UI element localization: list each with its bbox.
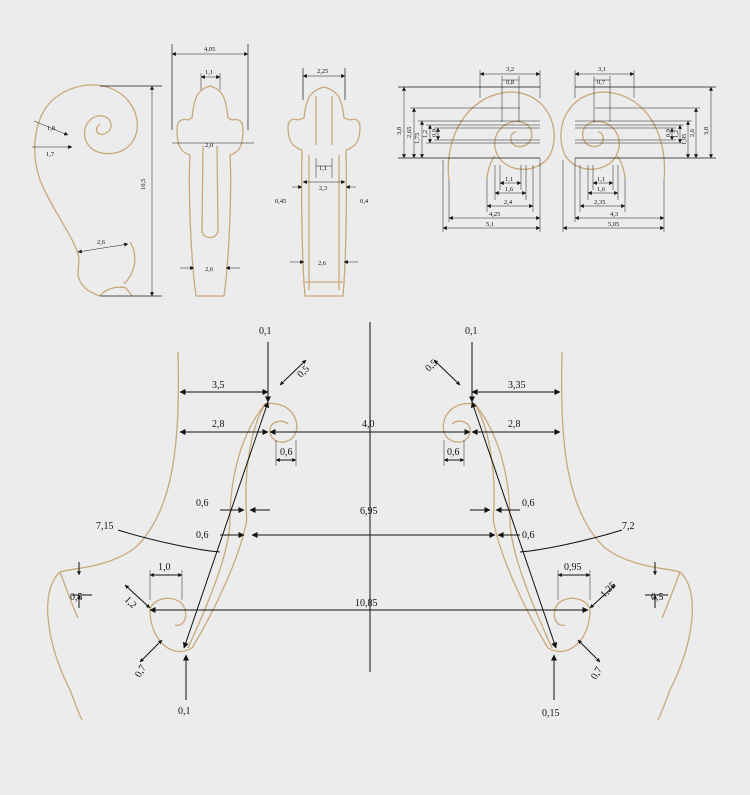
label-top-left: 0,1	[259, 326, 272, 337]
dim-vr-1-2: 1,2	[673, 130, 680, 138]
dim-scroll-1-7: 1,7	[46, 151, 55, 158]
label-length-left: 7,15	[96, 521, 114, 532]
dim-front-2-6: 2,6	[205, 266, 214, 273]
scroll-front-view: 4,05 1,1 2,0 2,6	[171, 44, 254, 297]
label-lower-diag-left: 1,2	[122, 594, 139, 611]
dim-scroll-1-8: 1,8	[47, 125, 55, 132]
label-eye-offset-right: 2,8	[508, 419, 521, 430]
label-bottom-left: 0,1	[178, 706, 191, 717]
dim-vr-5-05: 5,05	[608, 221, 619, 228]
dim-back-1-1: 1,1	[319, 165, 327, 172]
label-width-right: 3,35	[508, 380, 526, 391]
dim-vr-1-1: 1,1	[597, 176, 605, 183]
dim-vr-4-3: 4,3	[610, 211, 618, 218]
label-bottom-right: 0,15	[542, 708, 560, 719]
label-eye-left: 0,5	[295, 364, 312, 381]
dim-vl-1-75: 1,75	[414, 133, 421, 144]
label-width-left: 3,5	[212, 380, 225, 391]
dim-vl-1-6: 1,6	[505, 186, 514, 193]
dim-vr-3-8: 3,8	[703, 127, 710, 135]
dim-vl-2-65: 2,65	[406, 127, 413, 138]
dim-vr-0-9: 0,9	[665, 129, 672, 137]
scroll-side-view: 1,8 1,7 10,5 2,6	[32, 84, 162, 297]
label-notch-right-2: 0,6	[522, 530, 535, 541]
dim-vl-4-25: 4,25	[489, 211, 500, 218]
dim-vl-3-2: 3,2	[506, 66, 514, 73]
dim-scroll-10-5: 10,5	[140, 179, 147, 190]
scroll-back-view: 2,25 1,1 2,3 0,45 0,4 2,6	[275, 68, 369, 297]
dim-front-4-05: 4,05	[204, 46, 215, 53]
label-eye-right: 0,5	[423, 358, 440, 375]
soundhole-layout: 0,1 0,1 0,5 0,5 3,5 3,35 2,8 2,8 4,0 0,6…	[47, 322, 693, 721]
label-notch-left-1: 0,6	[196, 498, 209, 509]
dim-vr-0-7: 0,7	[597, 79, 606, 86]
dim-vl-1-2: 1,2	[422, 130, 429, 138]
label-edge-left: 0,5	[70, 592, 83, 603]
label-eye-gap: 4,0	[362, 419, 375, 430]
dim-vr-1-95: 1,95	[681, 134, 688, 145]
dim-vl-0-8: 0,8	[506, 79, 514, 86]
dim-back-2-6: 2,6	[318, 260, 327, 267]
volute-left-view: 3,2 0,8 3,8 2,65 1,75 1,2 0,9 1,1 1,6 2,…	[396, 66, 555, 232]
dim-vr-2-35: 2,35	[594, 199, 605, 206]
label-lower-wing-left: 1,0	[158, 562, 171, 573]
dim-vr-1-6: 1,6	[597, 186, 606, 193]
label-eye-dia-right: 0,6	[447, 447, 460, 458]
label-edge-right: 0,5	[651, 592, 664, 603]
label-notch-left-2: 0,6	[196, 530, 209, 541]
volute-right-view: 3,1 0,7 3,8 0,9 1,2 1,95 2,6 1,1 1,6 2,3…	[560, 66, 716, 232]
dim-back-2-25: 2,25	[317, 68, 328, 75]
label-top-right: 0,1	[465, 326, 478, 337]
dim-vl-1-1: 1,1	[505, 176, 513, 183]
label-eye-dia-left: 0,6	[280, 447, 293, 458]
dim-vl-2-4: 2,4	[504, 199, 513, 206]
dim-back-0-45: 0,45	[275, 198, 286, 205]
label-notch-gap: 6,95	[360, 506, 378, 517]
dim-scroll-2-6: 2,6	[97, 239, 106, 246]
label-lower-wing-right: 0,95	[564, 562, 582, 573]
label-eye-offset-left: 2,8	[212, 419, 225, 430]
dim-vr-2-6: 2,6	[689, 128, 696, 137]
label-notch-right-1: 0,6	[522, 498, 535, 509]
dim-front-1-1: 1,1	[205, 69, 213, 76]
dim-front-2-0: 2,0	[205, 142, 213, 149]
label-length-right: 7,2	[622, 521, 635, 532]
dim-back-2-3: 2,3	[319, 185, 327, 192]
dim-vr-3-1: 3,1	[598, 66, 606, 73]
label-lower-eye-right: 0,7	[589, 665, 605, 681]
dim-back-0-4: 0,4	[360, 198, 369, 205]
label-lower-eye-left: 0,7	[133, 663, 149, 679]
dim-vl-5-1: 5,1	[486, 221, 494, 228]
dim-vl-3-8: 3,8	[396, 127, 403, 135]
dim-vl-0-9: 0,9	[431, 129, 438, 137]
label-lower-gap: 10,85	[355, 598, 378, 609]
